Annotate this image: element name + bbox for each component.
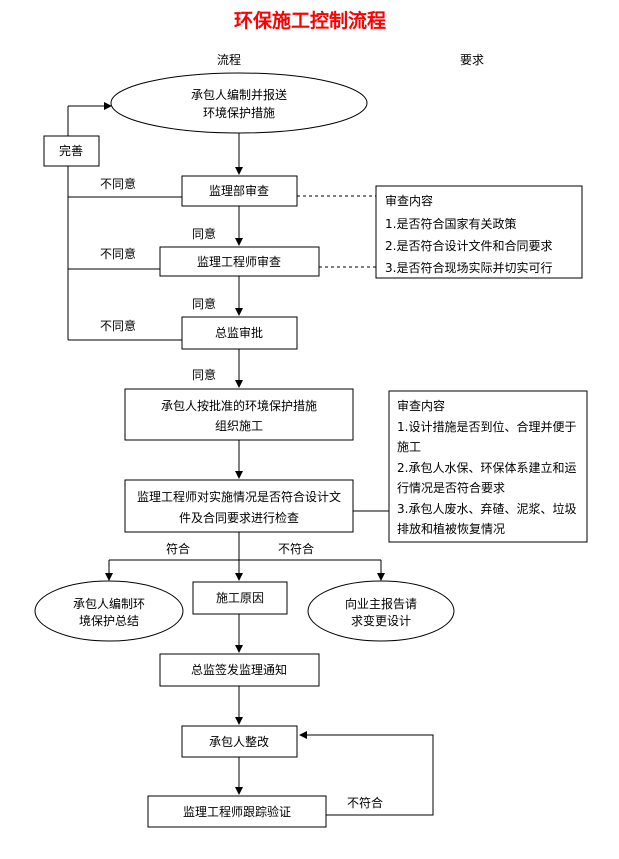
perfect-node: 完善 — [43, 135, 100, 167]
verify-node: 监理工程师跟踪验证 — [147, 795, 327, 828]
review-box-1: 审查内容 1.是否符合国家有关政策 2.是否符合设计文件和合同要求 3.是否符合… — [375, 185, 583, 279]
flow-column-header: 流程 — [217, 52, 241, 67]
review-box-2-line: 2.承包人水保、环保体系建立和运 — [397, 460, 576, 475]
arrow-verify-loop — [299, 731, 434, 816]
dept-review-node: 监理部审查 — [181, 175, 298, 207]
label-agree-2: 同意 — [192, 296, 216, 311]
label-disagree-1: 不同意 — [100, 176, 136, 191]
svg-text:总监审批: 总监审批 — [215, 325, 263, 340]
inspect-node: 监理工程师对实施情况是否符合设计文 件及合同要求进行检查 — [124, 479, 354, 533]
svg-text:监理工程师跟踪验证: 监理工程师跟踪验证 — [183, 804, 291, 819]
label-agree-3: 同意 — [192, 367, 216, 382]
svg-text:承包人按批准的环境保护措施: 承包人按批准的环境保护措施 — [161, 398, 317, 413]
page-title: 环保施工控制流程 — [234, 9, 386, 32]
svg-text:向业主报告请: 向业主报告请 — [345, 596, 417, 611]
review-box-2: 审查内容 1.设计措施是否到位、合理并便于 施工 2.承包人水保、环保体系建立和… — [388, 390, 588, 543]
requirement-column-header: 要求 — [460, 53, 484, 67]
owner-node: 向业主报告请 求变更设计 — [307, 580, 455, 642]
label-disagree-3: 不同意 — [100, 318, 136, 333]
review-box-2-line: 排放和植被恢复情况 — [397, 521, 505, 536]
svg-text:监理工程师对实施情况是否符合设计文: 监理工程师对实施情况是否符合设计文 — [137, 489, 341, 504]
svg-text:监理部审查: 监理部审查 — [209, 183, 269, 198]
review-box-1-item: 1.是否符合国家有关政策 — [385, 216, 516, 231]
label-conform: 符合 — [166, 541, 190, 556]
review-box-1-item: 3.是否符合现场实际并切实可行 — [385, 260, 552, 275]
svg-text:承包人编制并报送: 承包人编制并报送 — [191, 87, 287, 102]
svg-text:完善: 完善 — [59, 143, 83, 158]
svg-text:求变更设计: 求变更设计 — [351, 613, 411, 628]
label-nonconform-1: 不符合 — [278, 541, 314, 556]
chief-approve-node: 总监审批 — [181, 316, 298, 350]
svg-text:总监签发监理通知: 总监签发监理通知 — [191, 662, 287, 677]
svg-text:监理工程师审查: 监理工程师审查 — [197, 254, 281, 269]
cause-node: 施工原因 — [192, 581, 288, 615]
svg-text:组织施工: 组织施工 — [215, 419, 263, 433]
label-agree-1: 同意 — [192, 226, 216, 241]
engineer-review-node: 监理工程师审查 — [159, 246, 320, 277]
label-nonconform-2: 不符合 — [347, 795, 383, 810]
svg-text:施工原因: 施工原因 — [216, 591, 264, 605]
label-disagree-2: 不同意 — [100, 246, 136, 261]
notice-node: 总监签发监理通知 — [159, 653, 320, 687]
svg-text:境保护总结: 境保护总结 — [79, 613, 139, 628]
svg-text:承包人整改: 承包人整改 — [209, 734, 269, 749]
review-box-1-item: 2.是否符合设计文件和合同要求 — [385, 238, 552, 253]
implement-node: 承包人按批准的环境保护措施 组织施工 — [124, 388, 354, 441]
connectors — [67, 102, 434, 816]
review-box-2-title: 审查内容 — [397, 398, 445, 413]
review-box-1-title: 审查内容 — [385, 193, 433, 208]
svg-text:环境保护措施: 环境保护措施 — [203, 105, 275, 120]
review-box-2-line: 行情况是否符合要求 — [397, 480, 505, 495]
start-node: 承包人编制并报送 环境保护措施 — [110, 72, 368, 134]
review-box-2-line: 1.设计措施是否到位、合理并便于 — [397, 419, 576, 434]
svg-text:件及合同要求进行检查: 件及合同要求进行检查 — [179, 510, 299, 525]
summary-node: 承包人编制环 境保护总结 — [34, 580, 184, 642]
rectify-node: 承包人整改 — [181, 725, 298, 758]
review-box-2-line: 3.承包人废水、弃碴、泥浆、垃圾 — [397, 501, 576, 516]
review-box-2-line: 施工 — [397, 440, 421, 454]
svg-text:承包人编制环: 承包人编制环 — [73, 596, 145, 611]
